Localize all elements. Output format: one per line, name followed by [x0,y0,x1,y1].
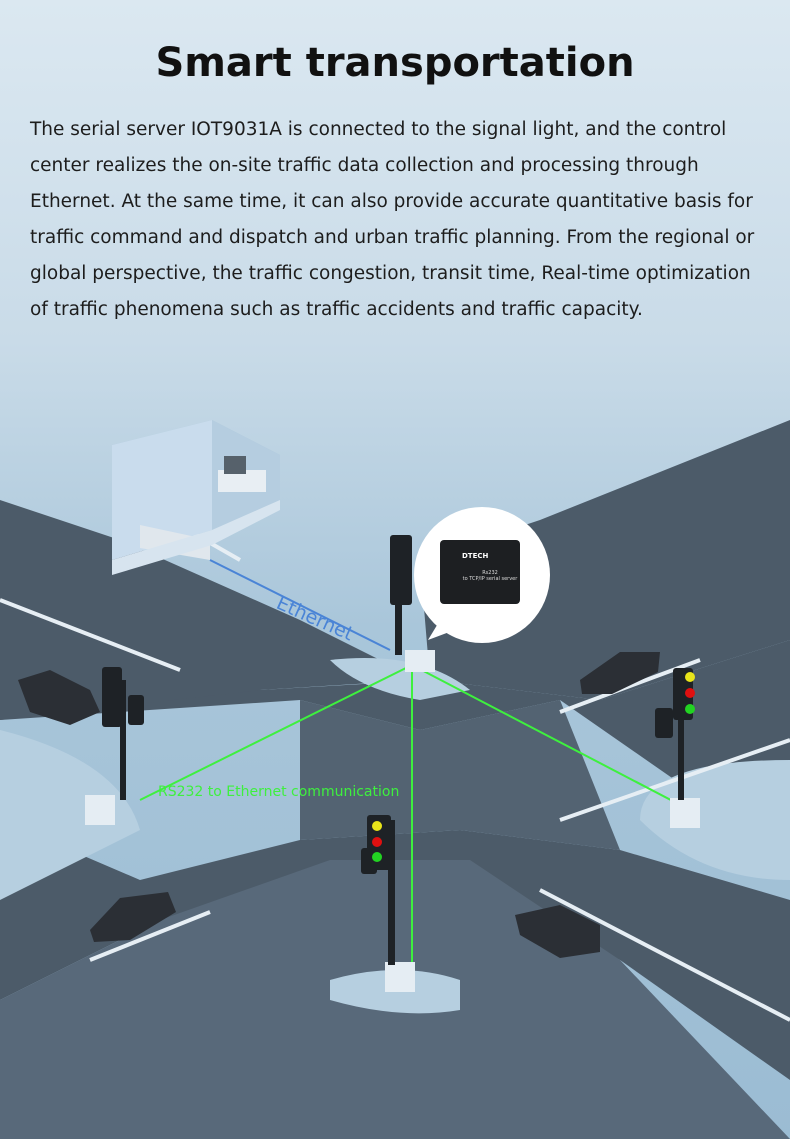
page-title: Smart transportation [155,40,635,86]
signal-bases [85,650,700,992]
device-model-line-2: to TCP/IP serial server [462,576,518,582]
serial-server-device [440,540,520,604]
control-room [112,420,280,575]
ethernet-cable [209,559,391,651]
desk [218,470,266,492]
rs232-communication-label: RS232 to Ethernet communication [158,784,400,800]
device-model-line-1: Rs232 [482,570,498,576]
monitor [224,456,246,474]
signal-lamps [372,672,695,862]
device-callout [414,507,550,643]
cars [18,652,660,958]
page-description: The serial server IOT9031A is connected … [30,119,755,320]
device-brand-label: DTECH [462,552,489,560]
rs232-links [139,664,691,965]
device-model-label: Rs232 to TCP/IP serial server [455,570,525,582]
